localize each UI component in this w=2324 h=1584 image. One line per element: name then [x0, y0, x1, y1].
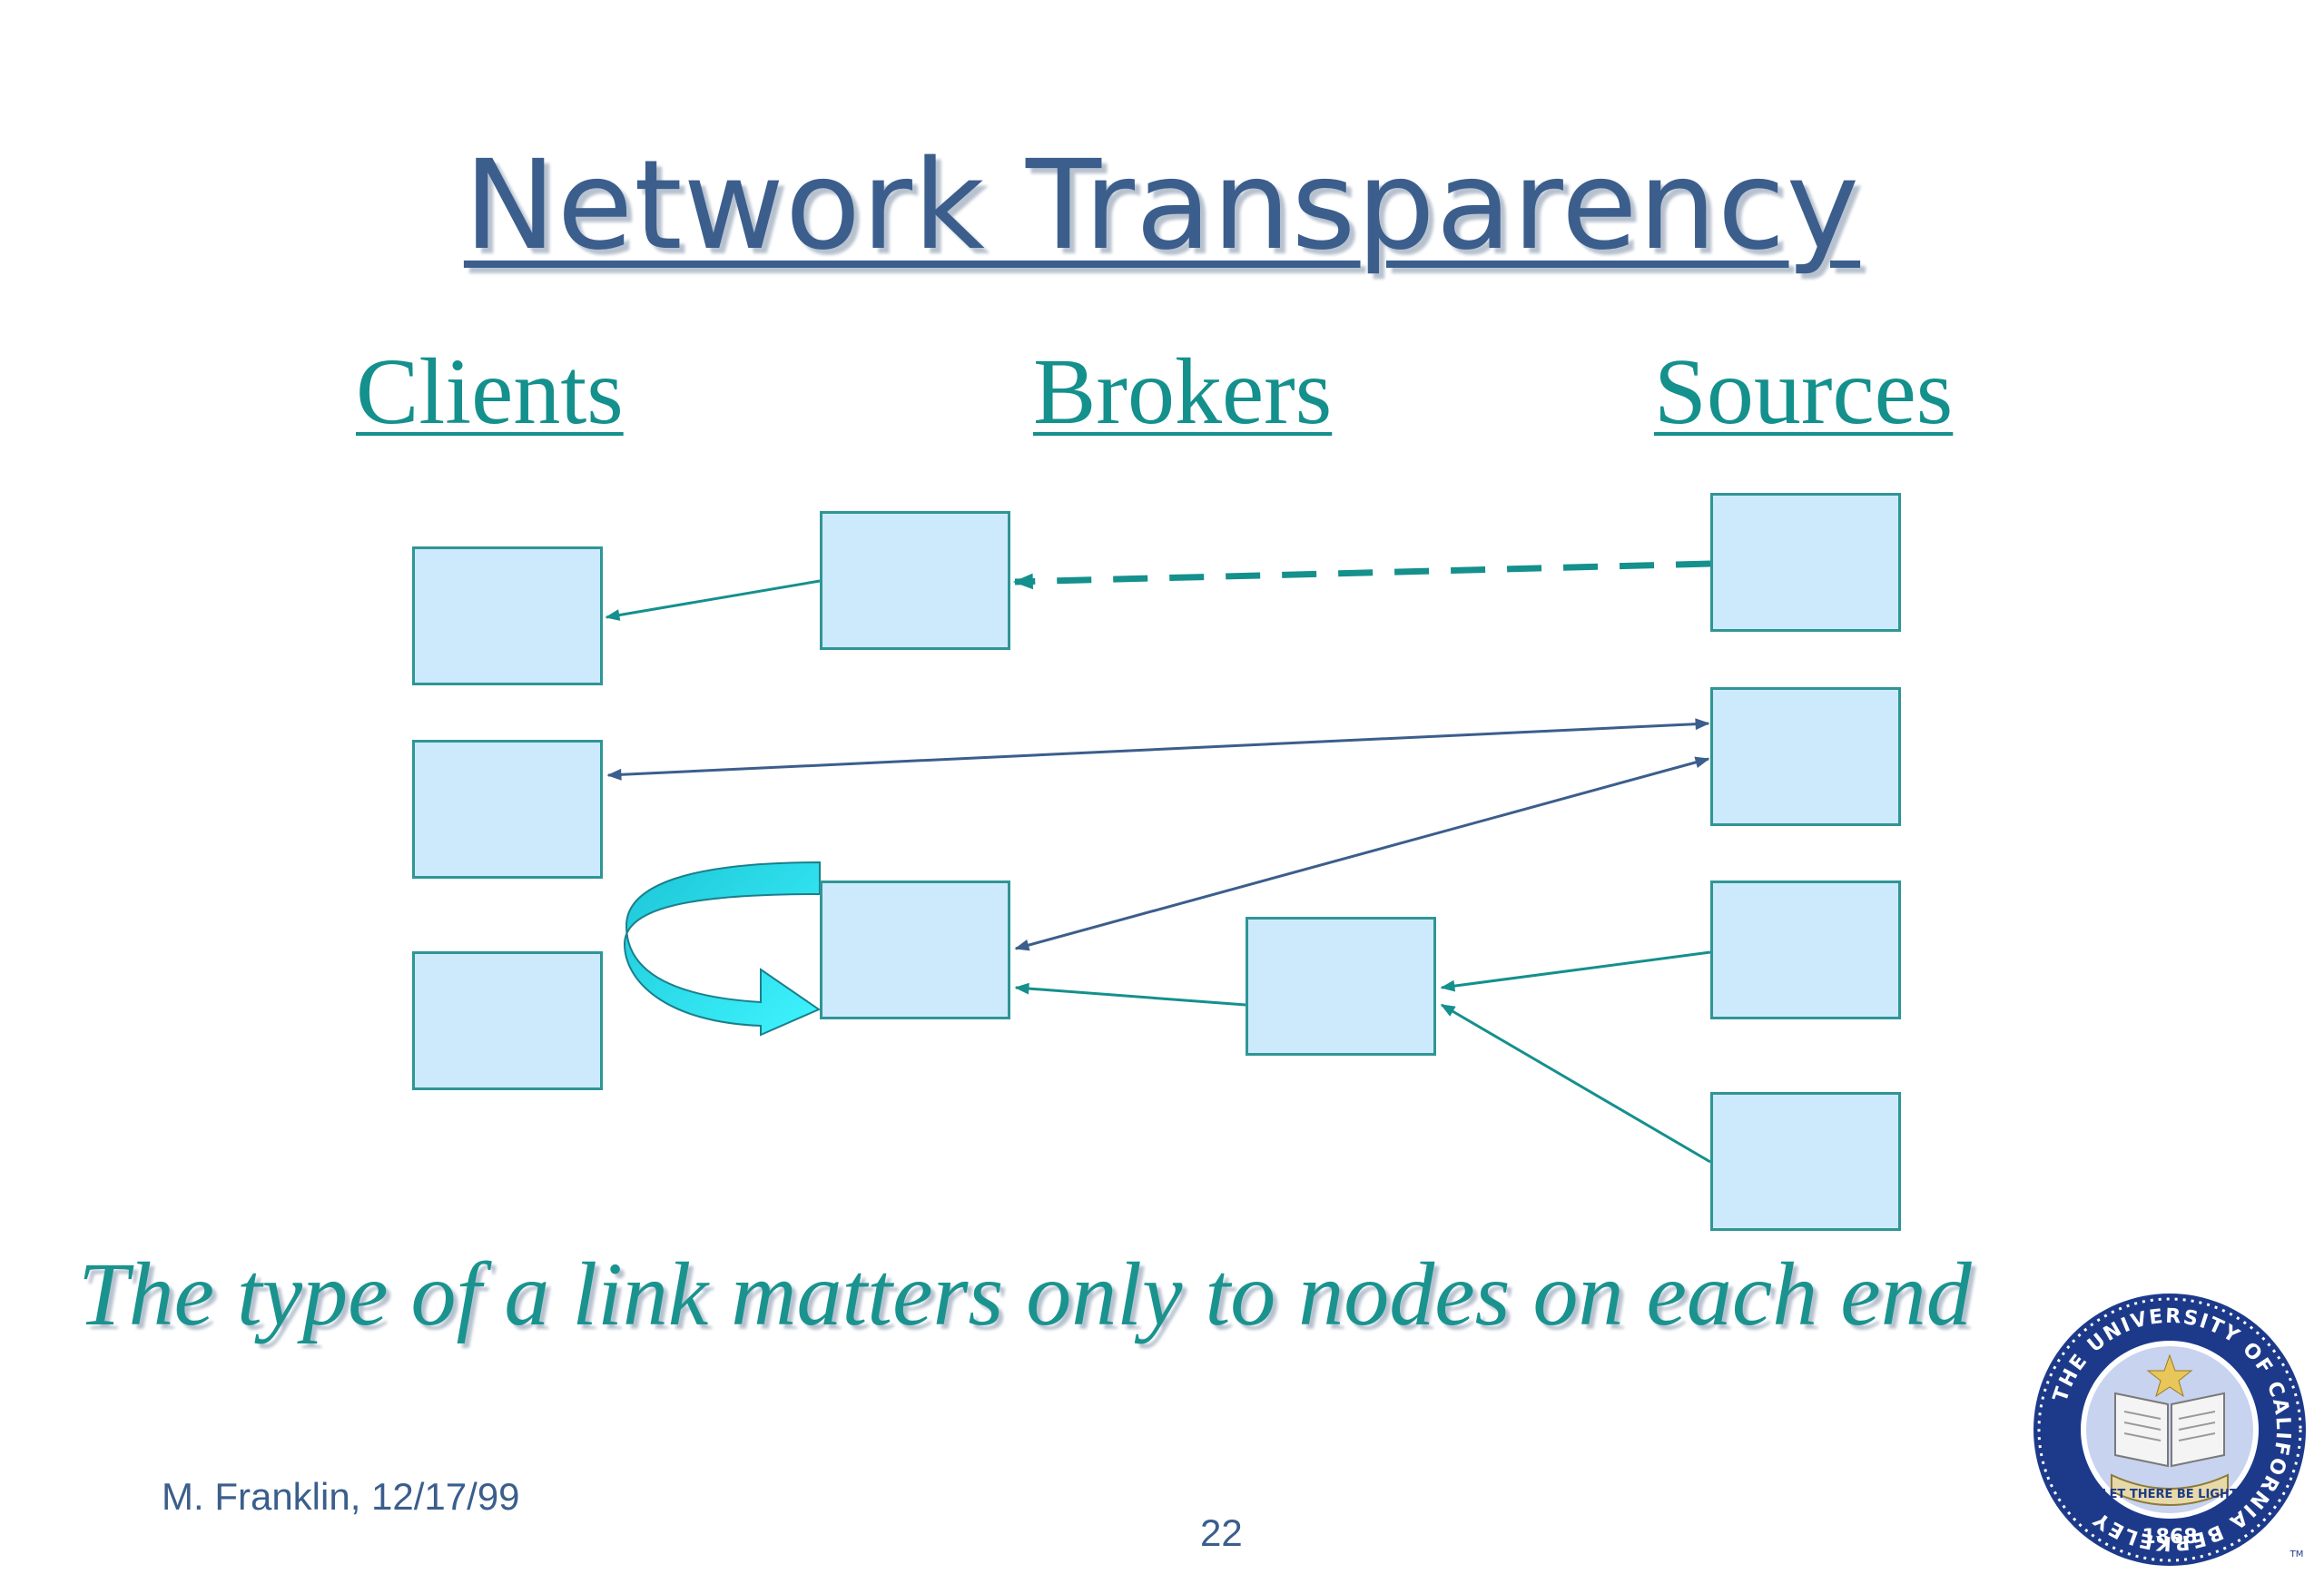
- column-label-clients: Clients: [356, 339, 624, 444]
- svg-text:TM: TM: [2290, 1550, 2304, 1559]
- svg-text:1868: 1868: [2142, 1526, 2197, 1549]
- column-label-brokers: Brokers: [1033, 339, 1333, 444]
- client-node-1[interactable]: [412, 546, 603, 685]
- broker-node-2[interactable]: [820, 881, 1010, 1019]
- column-label-sources: Sources: [1654, 339, 1954, 444]
- edge-source3-to-broker3: [1440, 950, 1711, 992]
- broker-node-1[interactable]: [820, 511, 1010, 650]
- source-node-1[interactable]: [1710, 493, 1901, 632]
- edge-client2-source2: [606, 718, 1710, 781]
- slide-caption: The type of a link matters only to nodes…: [78, 1244, 1972, 1344]
- edge-source4-to-broker3: [1440, 1003, 1711, 1164]
- edge-broker2-source2: [1014, 756, 1710, 951]
- university-seal-icon: THE UNIVERSITY OF CALIFORNIA BERKELEY LE…: [2034, 1294, 2306, 1566]
- client-node-3[interactable]: [412, 951, 603, 1090]
- broker-node-3[interactable]: [1246, 917, 1436, 1056]
- source-node-3[interactable]: [1710, 881, 1901, 1019]
- edge-broker3-to-broker2: [1014, 982, 1246, 1007]
- page-number: 22: [1200, 1511, 1243, 1554]
- slide-title: Network Transparency: [463, 134, 1861, 278]
- source-node-4[interactable]: [1710, 1092, 1901, 1231]
- curved-arrow-icon: [623, 861, 822, 1037]
- client-node-2[interactable]: [412, 740, 603, 879]
- svg-text:LET THERE BE LIGHT: LET THERE BE LIGHT: [2102, 1488, 2238, 1501]
- edge-source1-to-broker1-dashed: [1012, 560, 1711, 590]
- source-node-2[interactable]: [1710, 687, 1901, 826]
- author-footer: M. Franklin, 12/17/99: [162, 1475, 520, 1518]
- edge-broker1-to-client1: [605, 579, 821, 621]
